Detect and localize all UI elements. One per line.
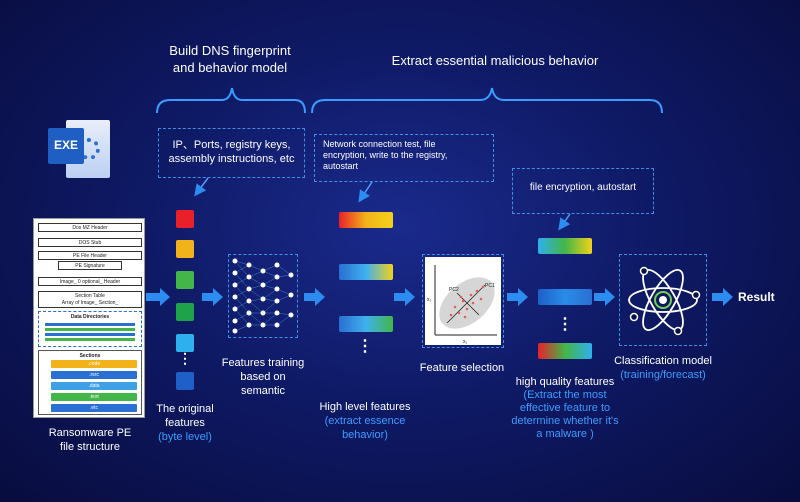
high-quality-features-label-line2: (Extract the most <box>523 389 607 401</box>
hq-behavior-box: file encryption, autostart <box>512 168 654 214</box>
result-label: Result <box>738 290 775 304</box>
features-training-label-line3: semantic <box>240 385 286 397</box>
flow-arrow <box>594 288 615 306</box>
high-level-features-label-line1: High level features <box>319 401 411 413</box>
behavior-box: Network connection test, file encryption… <box>314 134 494 182</box>
flow-arrow <box>146 288 170 306</box>
byte-features-box-line2: assembly instructions, etc <box>168 153 295 165</box>
high-level-feature-bar-1 <box>339 212 393 228</box>
scatter-plot-panel: PC1 PC2 x₁ x₂ <box>425 257 501 345</box>
pe-row-dos-stub: DOS Stub <box>38 238 142 247</box>
high-level-features-label-line2: (extract essence <box>324 415 406 427</box>
pe-row-section-array: Array of Image_ Section_ <box>38 299 142 308</box>
classification-model-box <box>619 254 707 346</box>
high-level-feature-bar-2 <box>339 264 393 280</box>
dns-heading: Build DNS fingerprint and behavior model <box>130 42 330 76</box>
sections-block: Sections .code .rsrc .data .text .etc <box>38 350 142 415</box>
original-features-ellipsis: ⋮ <box>178 350 192 366</box>
data-directories-block: Data Directories <box>38 311 142 347</box>
box1-pointer <box>194 177 209 197</box>
original-feature-square <box>176 240 194 258</box>
feature-selection-box: PC1 PC2 x₁ x₂ <box>422 254 504 348</box>
pe-row-optional-header: Image_ 0 optional_ Header <box>38 277 142 286</box>
flow-arrows <box>146 288 733 306</box>
flow-arrow <box>202 288 223 306</box>
high-level-feature-bar-3 <box>339 316 393 332</box>
features-training-box <box>228 254 298 338</box>
high-quality-features-label-line3: effective feature to <box>519 402 611 414</box>
pe-row-section-table: Section Table <box>38 291 142 300</box>
pe-structure-label: Ransomware PE file structure <box>20 426 160 454</box>
classification-model-label-line1: Classification model <box>614 355 712 367</box>
features-training-label: Features training based on semantic <box>215 356 311 398</box>
section-text: .text <box>51 393 137 401</box>
data-directories-label: Data Directories <box>70 314 110 320</box>
box3-pointer <box>558 213 571 231</box>
atom-icon <box>628 266 701 336</box>
flow-arrow <box>304 288 325 306</box>
high-quality-features-label: high quality features (Extract the most … <box>505 376 625 441</box>
original-features-label-line1: The original <box>156 403 214 415</box>
original-feature-square <box>176 372 194 390</box>
section-rsrc: .rsrc <box>51 371 137 379</box>
pe-row-signature: PE Signature <box>58 261 122 270</box>
pe-structure-label-line2: file structure <box>60 441 120 453</box>
hq-feature-bar-3 <box>538 343 592 359</box>
features-training-label-line2: based on <box>240 371 286 383</box>
hq-ellipsis: ⋮ <box>557 316 573 333</box>
pc2-label: PC2 <box>449 287 459 293</box>
pe-row-dos-header: Dos MZ Header <box>38 223 142 232</box>
exe-file-icon: EXE <box>48 120 110 178</box>
dns-heading-line2: and behavior model <box>172 60 288 75</box>
pc1-label: PC1 <box>485 283 495 289</box>
high-level-ellipsis: ⋮ <box>357 338 373 355</box>
pe-structure-panel: Dos MZ Header DOS Stub PE File Header PE… <box>33 218 145 418</box>
classification-model-label: Classification model (training/forecast) <box>603 354 723 382</box>
section-etc: .etc <box>51 404 137 412</box>
hq-feature-bar-1 <box>538 238 592 254</box>
dns-brace <box>156 87 306 114</box>
original-feature-square <box>176 210 194 228</box>
byte-features-box-line1: IP、Ports, registry keys, <box>172 139 291 151</box>
extract-brace <box>311 87 663 114</box>
pca-scatter-plot: PC1 PC2 x₁ x₂ <box>427 265 497 345</box>
behavior-box-line2: encryption, write to the registry, <box>323 150 448 160</box>
pe-structure-label-line1: Ransomware PE <box>48 427 132 439</box>
pe-row-file-header: PE File Header <box>38 251 142 260</box>
sections-title: Sections <box>79 353 101 359</box>
high-quality-features-label-line1: high quality features <box>515 376 615 388</box>
dns-heading-line1: Build DNS fingerprint <box>169 43 291 58</box>
hq-feature-bar-2 <box>538 289 592 305</box>
x-axis-label: x₁ <box>463 339 468 345</box>
behavior-box-line1: Network connection test, file <box>323 139 436 149</box>
high-level-features-label: High level features (extract essence beh… <box>305 400 425 442</box>
flow-arrow <box>507 288 528 306</box>
flow-arrow <box>712 288 733 306</box>
original-features-label: The original features (byte level) <box>140 402 230 444</box>
original-features-label-line3: (byte level) <box>158 431 212 443</box>
behavior-box-line3: autostart <box>323 161 359 171</box>
y-axis-label: x₂ <box>427 297 432 303</box>
high-quality-features-label-line4: determine whether it's <box>511 415 619 427</box>
original-feature-square <box>176 271 194 289</box>
original-features-label-line2: features <box>165 417 205 429</box>
byte-features-box: IP、Ports, registry keys, assembly instru… <box>158 128 305 178</box>
original-feature-square <box>176 334 194 352</box>
high-quality-features-label-line5: a malware ) <box>536 428 594 440</box>
feature-selection-label: Feature selection <box>419 362 505 374</box>
high-level-features-label-line3: behavior) <box>342 429 388 441</box>
box2-pointer <box>358 181 373 203</box>
extract-heading: Extract essential malicious behavior <box>391 53 599 68</box>
section-data: .data <box>51 382 137 390</box>
original-feature-square <box>176 303 194 321</box>
neural-network-diagram <box>232 258 294 334</box>
flow-arrow <box>394 288 415 306</box>
classification-model-label-line2: (training/forecast) <box>620 369 706 381</box>
exe-label: EXE <box>53 138 78 152</box>
features-training-label-line1: Features training <box>221 357 305 369</box>
section-code: .code <box>51 360 137 368</box>
